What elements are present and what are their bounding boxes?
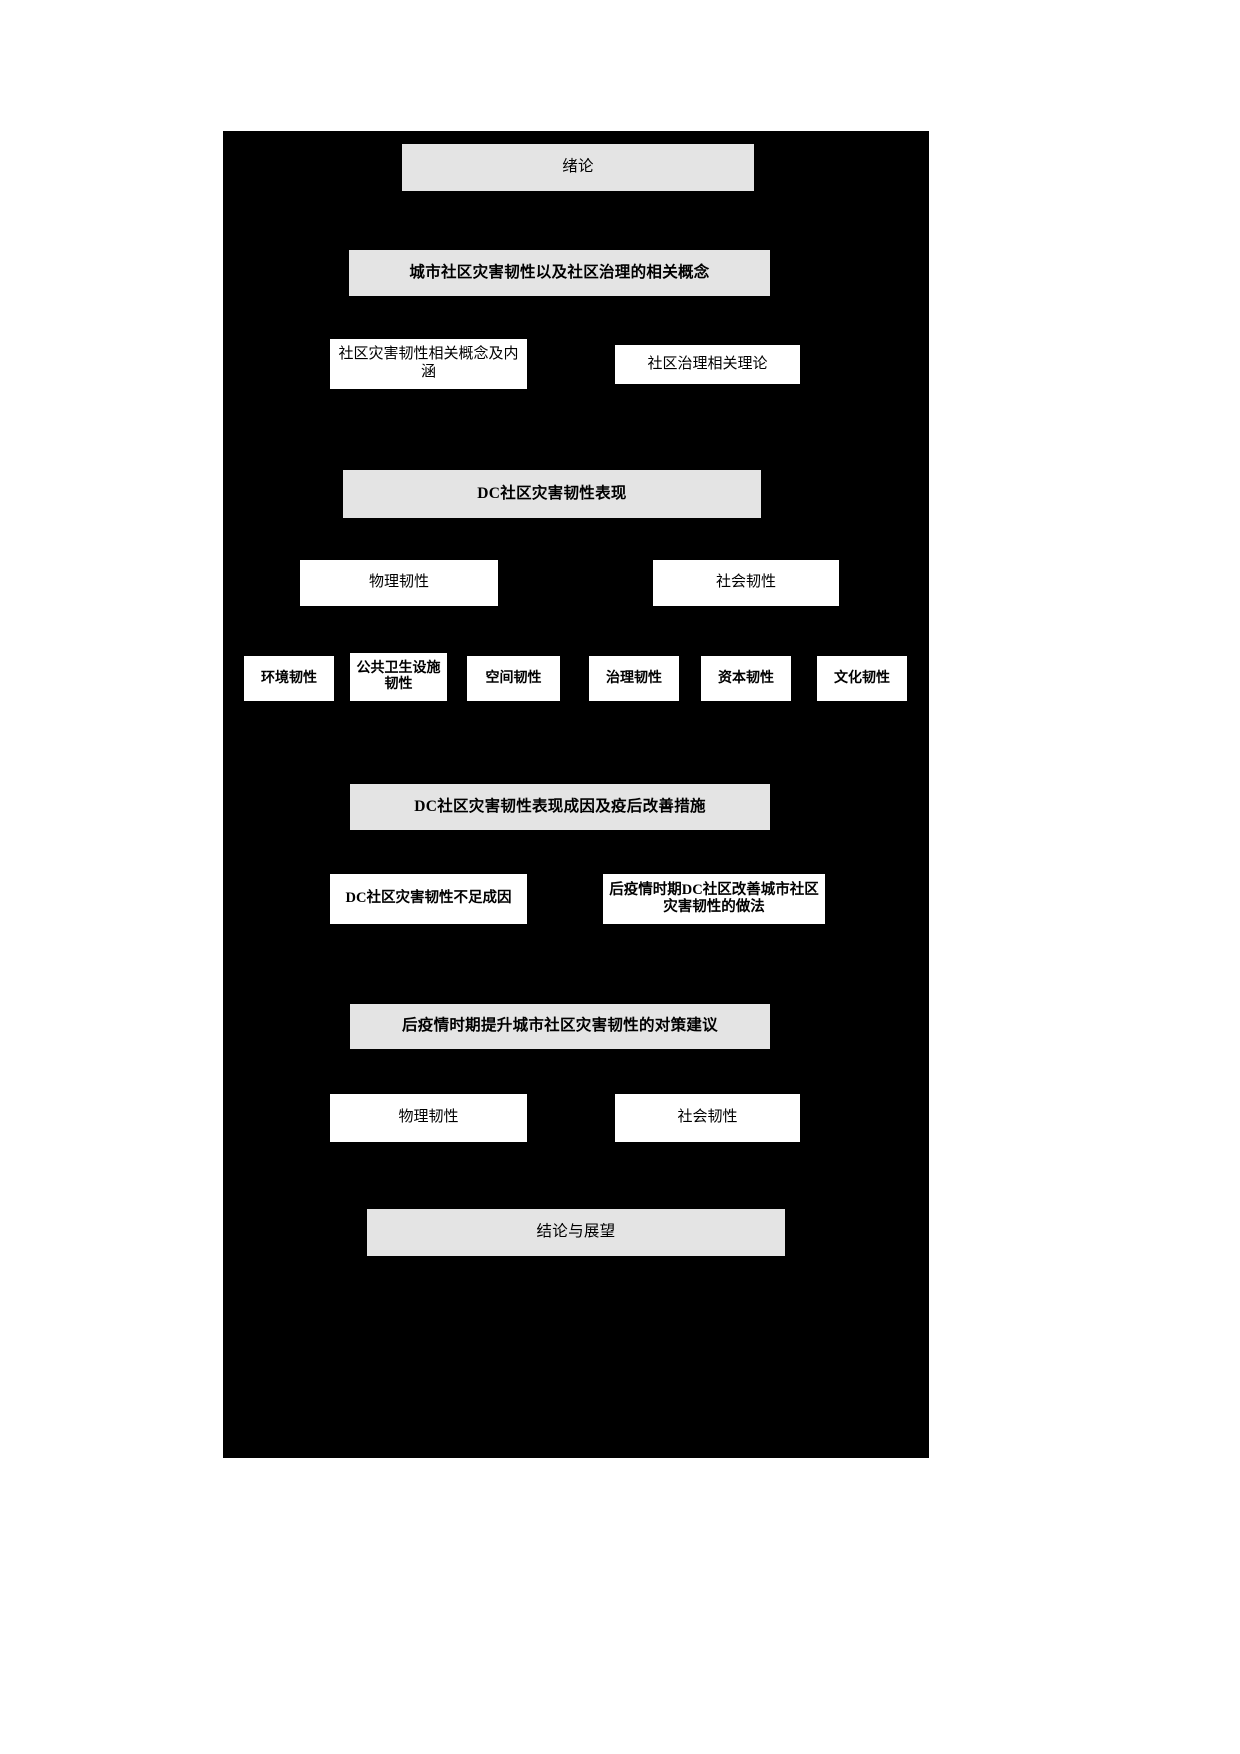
node-chapter2-label: 城市社区灾害韧性以及社区治理的相关概念 bbox=[409, 263, 710, 281]
node-leaf-4-label: 治理韧性 bbox=[606, 670, 662, 686]
node-chapter3-sub1-label: 物理韧性 bbox=[368, 574, 429, 591]
node-chapter3: DC社区灾害韧性表现 bbox=[342, 469, 762, 519]
node-chapter2-sub2: 社区治理相关理论 bbox=[614, 344, 801, 385]
node-chapter4: DC社区灾害韧性表现成因及疫后改善措施 bbox=[349, 783, 771, 831]
node-conclusion: 结论与展望 bbox=[366, 1208, 786, 1257]
node-chapter5-label: 后疫情时期提升城市社区灾害韧性的对策建议 bbox=[401, 1017, 718, 1035]
node-chapter3-label: DC社区灾害韧性表现 bbox=[477, 484, 627, 502]
node-chapter5-sub2: 社会韧性 bbox=[614, 1093, 801, 1143]
diagram-canvas: 绪论 城市社区灾害韧性以及社区治理的相关概念 社区灾害韧性相关概念及内涵 社区治… bbox=[223, 131, 929, 1458]
node-chapter4-label: DC社区灾害韧性表现成因及疫后改善措施 bbox=[414, 797, 706, 815]
node-chapter5: 后疫情时期提升城市社区灾害韧性的对策建议 bbox=[349, 1003, 771, 1050]
node-chapter4-sub2-label: 后疫情时期DC社区改善城市社区灾害韧性的做法 bbox=[609, 881, 819, 915]
node-leaf-2: 公共卫生设施韧性 bbox=[349, 652, 448, 702]
node-chapter2-sub1-label: 社区灾害韧性相关概念及内涵 bbox=[338, 346, 519, 380]
node-leaf-3: 空间韧性 bbox=[466, 655, 561, 702]
node-leaf-2-label: 公共卫生设施韧性 bbox=[356, 661, 441, 692]
node-leaf-1: 环境韧性 bbox=[243, 655, 335, 702]
node-leaf-1-label: 环境韧性 bbox=[261, 670, 317, 686]
node-chapter2-sub2-label: 社区治理相关理论 bbox=[647, 355, 768, 372]
node-leaf-6-label: 文化韧性 bbox=[834, 670, 890, 686]
node-chapter5-sub1: 物理韧性 bbox=[329, 1093, 528, 1143]
node-chapter5-sub2-label: 社会韧性 bbox=[677, 1109, 738, 1126]
node-leaf-6: 文化韧性 bbox=[816, 655, 908, 702]
node-chapter3-sub1: 物理韧性 bbox=[299, 559, 499, 607]
node-leaf-3-label: 空间韧性 bbox=[485, 670, 542, 686]
node-chapter3-sub2: 社会韧性 bbox=[652, 559, 840, 607]
node-chapter2-sub1: 社区灾害韧性相关概念及内涵 bbox=[329, 338, 528, 390]
node-leaf-4: 治理韧性 bbox=[588, 655, 680, 702]
node-chapter5-sub1-label: 物理韧性 bbox=[398, 1109, 459, 1126]
node-chapter3-sub2-label: 社会韧性 bbox=[715, 574, 776, 591]
node-chapter4-sub1: DC社区灾害韧性不足成因 bbox=[329, 873, 528, 925]
node-intro-label: 绪论 bbox=[562, 158, 594, 176]
node-chapter4-sub1-label: DC社区灾害韧性不足成因 bbox=[345, 890, 512, 907]
node-chapter4-sub2: 后疫情时期DC社区改善城市社区灾害韧性的做法 bbox=[602, 873, 826, 925]
node-conclusion-label: 结论与展望 bbox=[536, 1223, 616, 1241]
node-leaf-5-label: 资本韧性 bbox=[718, 670, 774, 686]
node-leaf-5: 资本韧性 bbox=[700, 655, 792, 702]
node-chapter2: 城市社区灾害韧性以及社区治理的相关概念 bbox=[348, 249, 771, 297]
node-intro: 绪论 bbox=[401, 143, 755, 192]
